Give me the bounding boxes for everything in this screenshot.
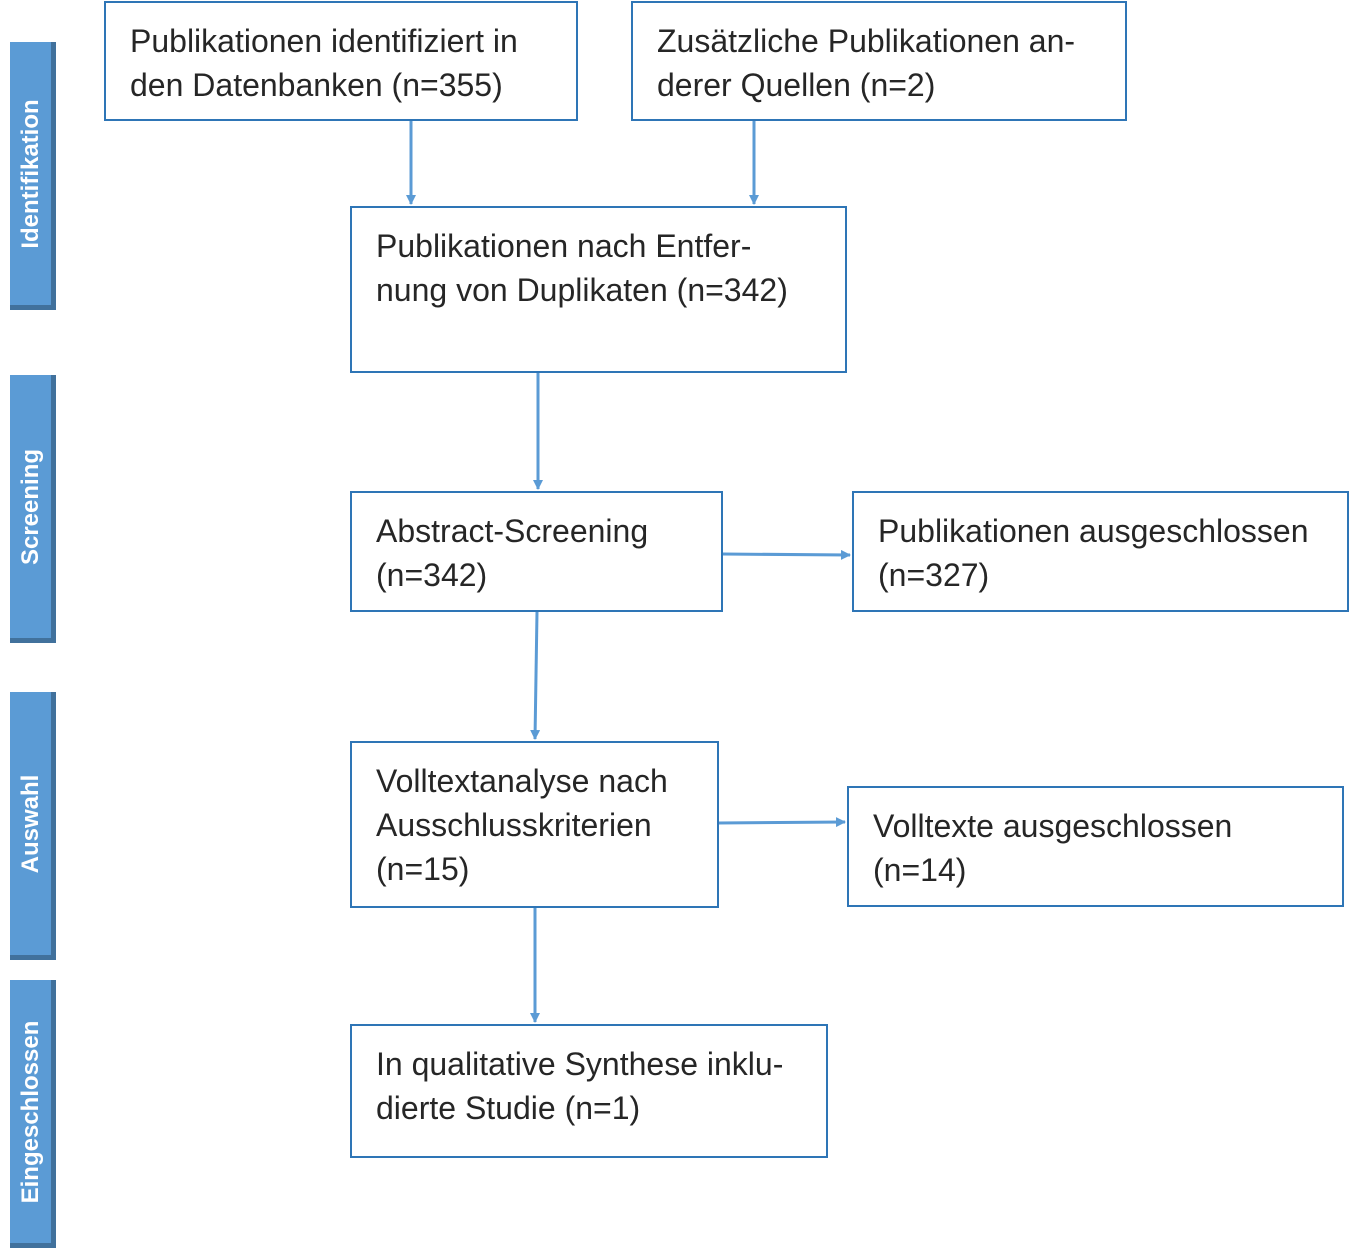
- arrow-screening-to-fulltext: [530, 611, 541, 740]
- box-fulltext-analysis: Volltextanalyse nach Ausschlusskriterien…: [350, 741, 719, 908]
- stage-eingeschlossen: Eingeschlossen: [10, 980, 56, 1248]
- stage-screening: Screening: [10, 375, 56, 643]
- box-abstract-screening: Abstract-Screening (n=342): [350, 491, 723, 612]
- arrow-screening-to-excluded: [721, 549, 851, 560]
- box-other-sources-line-2: derer Quellen (n=2): [657, 67, 936, 103]
- box-fulltext-analysis-line-3: (n=15): [376, 851, 470, 887]
- box-excluded-fulltexts: Volltexte ausgeschlossen (n=14): [847, 786, 1344, 907]
- box-included-line-1: In qualitative Synthese inklu-: [376, 1046, 784, 1082]
- box-excluded-publications: Publikationen ausgeschlossen (n=327): [852, 491, 1349, 612]
- box-abstract-screening-line-2: (n=342): [376, 557, 488, 593]
- box-after-duplicates-line-1: Publikationen nach Entfer-: [376, 228, 752, 264]
- box-excluded-publications-line-1: Publikationen ausgeschlossen: [878, 513, 1309, 549]
- box-other-sources: Zusätzliche Publikationen an- derer Quel…: [631, 1, 1127, 121]
- box-after-duplicates-line-2: nung von Duplikaten (n=342): [376, 272, 788, 308]
- box-excluded-fulltexts-line-2: (n=14): [873, 852, 967, 888]
- box-excluded-publications-line-2: (n=327): [878, 557, 990, 593]
- box-included-line-2: dierte Studie (n=1): [376, 1090, 641, 1126]
- box-db-identified: Publikationen identifiziert in den Daten…: [104, 1, 578, 121]
- stage-identifikation: Identifikation: [10, 42, 56, 310]
- stage-auswahl: Auswahl: [10, 692, 56, 960]
- box-db-identified-line-2: den Datenbanken (n=355): [130, 67, 503, 103]
- box-fulltext-analysis-line-1: Volltextanalyse nach: [376, 763, 668, 799]
- arrow-fulltext-to-excluded: [717, 817, 846, 828]
- box-fulltext-analysis-line-2: Ausschlusskriterien: [376, 807, 652, 843]
- box-db-identified-line-1: Publikationen identifiziert in: [130, 23, 518, 59]
- box-after-duplicates: Publikationen nach Entfer- nung von Dupl…: [350, 206, 847, 373]
- box-other-sources-line-1: Zusätzliche Publikationen an-: [657, 23, 1076, 59]
- box-included: In qualitative Synthese inklu- dierte St…: [350, 1024, 828, 1158]
- box-excluded-fulltexts-line-1: Volltexte ausgeschlossen: [873, 808, 1233, 844]
- box-abstract-screening-line-1: Abstract-Screening: [376, 513, 649, 549]
